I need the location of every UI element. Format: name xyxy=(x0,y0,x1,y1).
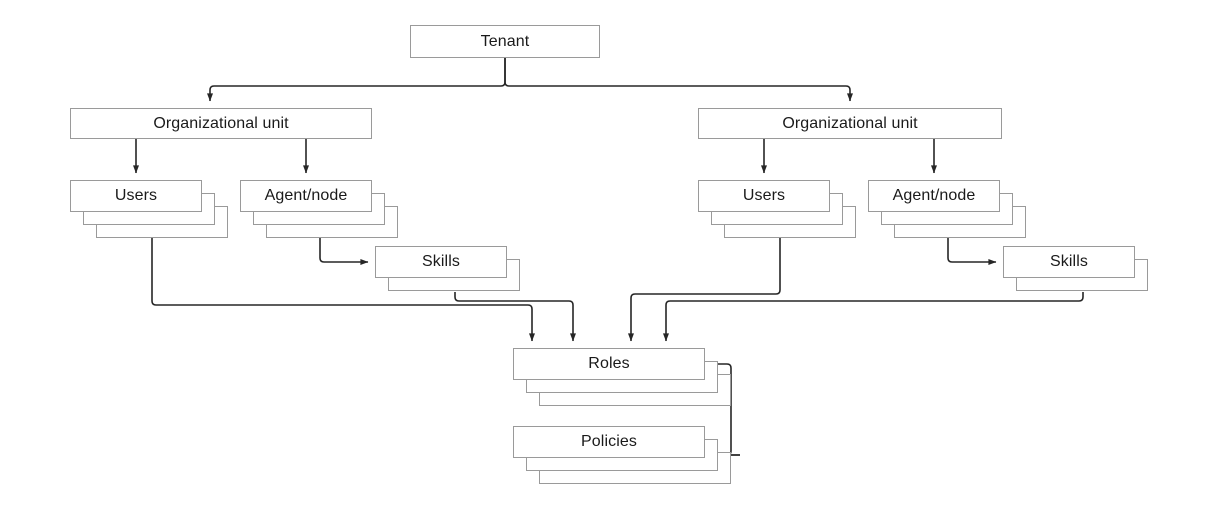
node-agent-node-left-label: Agent/node xyxy=(264,187,348,204)
edge-skills-left-to-roles xyxy=(454,292,576,342)
node-policies-label: Policies xyxy=(581,433,637,450)
node-users-left-label: Users xyxy=(114,187,158,204)
node-skills-right-card: Skills xyxy=(1003,246,1135,278)
node-users-left[interactable]: Users xyxy=(70,180,228,238)
node-organizational-unit-left-card: Organizational unit xyxy=(70,108,372,139)
node-tenant[interactable]: Tenant xyxy=(410,25,600,58)
node-skills-left[interactable]: Skills xyxy=(375,246,520,291)
node-agent-node-right[interactable]: Agent/node xyxy=(868,180,1026,238)
node-roles-card: Roles xyxy=(513,348,705,380)
node-organizational-unit-left-label: Organizational unit xyxy=(153,114,289,132)
node-users-right[interactable]: Users xyxy=(698,180,856,238)
edge-tenant-to-ou-right xyxy=(504,58,853,102)
node-roles[interactable]: Roles xyxy=(513,348,731,406)
node-skills-left-label: Skills xyxy=(422,253,460,270)
node-tenant-label: Tenant xyxy=(480,32,530,50)
node-skills-left-card: Skills xyxy=(375,246,507,278)
edge-users-right-to-roles xyxy=(627,232,781,342)
node-agent-node-right-label: Agent/node xyxy=(892,187,976,204)
edge-tenant-to-ou-left xyxy=(206,58,506,102)
node-users-right-card: Users xyxy=(698,180,830,212)
node-users-left-card: Users xyxy=(70,180,202,212)
node-organizational-unit-right-card: Organizational unit xyxy=(698,108,1002,139)
node-organizational-unit-right-label: Organizational unit xyxy=(782,114,918,132)
node-skills-right-label: Skills xyxy=(1050,253,1088,270)
node-users-right-label: Users xyxy=(742,187,786,204)
node-agent-node-left-card: Agent/node xyxy=(240,180,372,212)
node-roles-label: Roles xyxy=(588,355,630,372)
node-tenant-card: Tenant xyxy=(410,25,600,58)
node-policies[interactable]: Policies xyxy=(513,426,731,484)
node-skills-right[interactable]: Skills xyxy=(1003,246,1148,291)
node-agent-node-left[interactable]: Agent/node xyxy=(240,180,398,238)
node-policies-card: Policies xyxy=(513,426,705,458)
node-organizational-unit-left[interactable]: Organizational unit xyxy=(70,108,372,139)
edge-skills-right-to-roles xyxy=(662,292,1084,342)
node-organizational-unit-right[interactable]: Organizational unit xyxy=(698,108,1002,139)
node-agent-node-right-card: Agent/node xyxy=(868,180,1000,212)
